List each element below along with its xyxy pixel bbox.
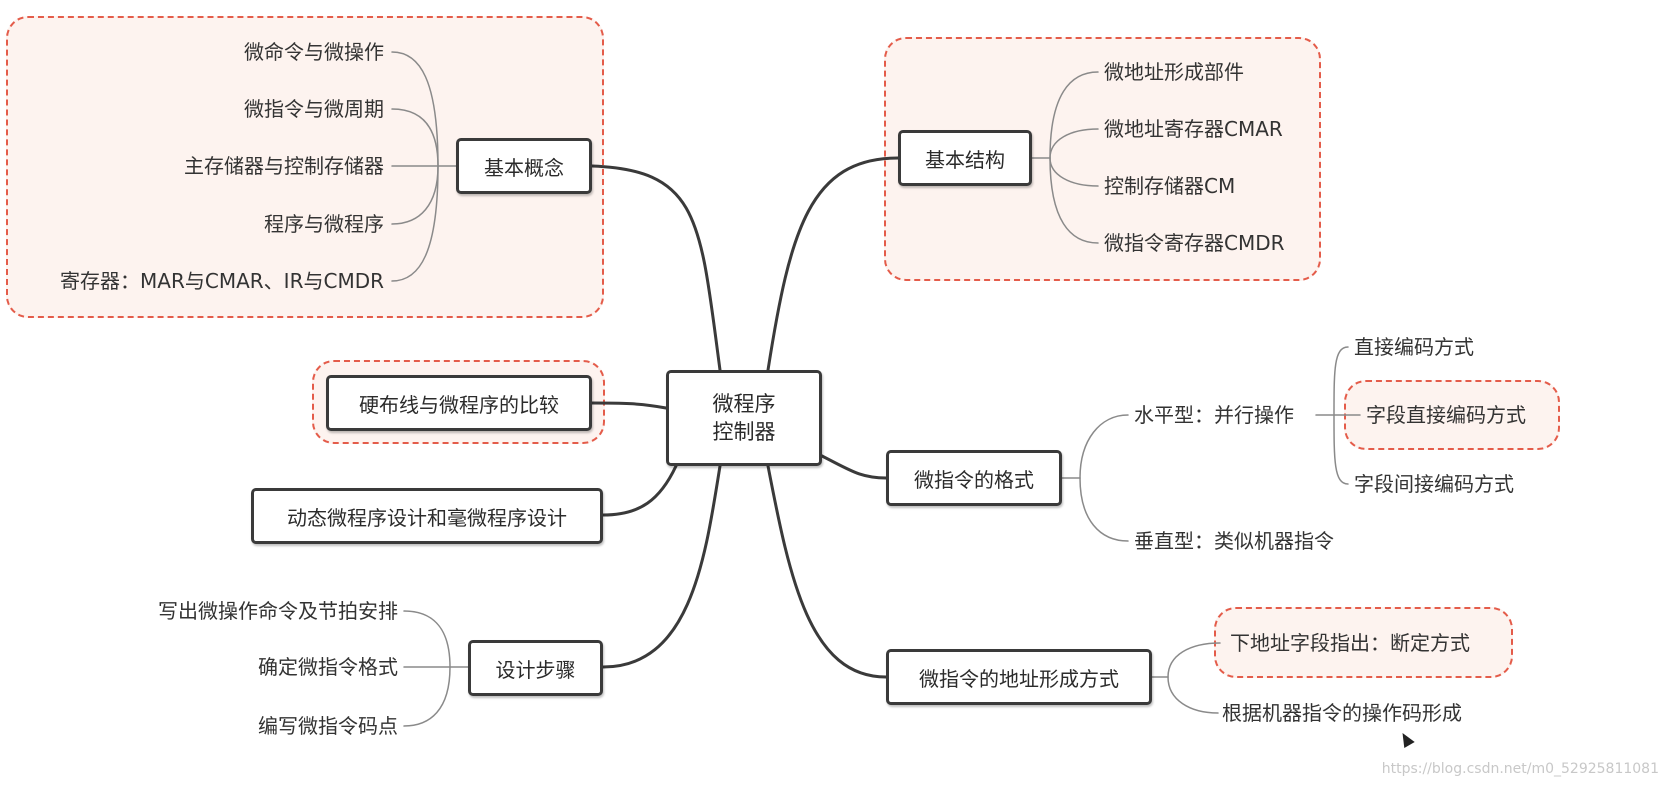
edge-root-basic-structure: [766, 156, 900, 372]
leaf-micro-address-unit[interactable]: 微地址形成部件: [1104, 60, 1244, 84]
leaf-program-and-microprogram[interactable]: 程序与微程序: [264, 212, 384, 236]
watermark-text: https://blog.csdn.net/m0_52925811081: [1381, 761, 1659, 777]
edge-root-format: [818, 453, 888, 480]
leaf-registers[interactable]: 寄存器：MAR与CMAR、IR与CMDR: [60, 269, 384, 293]
leaf-next-address-field[interactable]: 下地址字段指出：断定方式: [1230, 631, 1470, 655]
leaf-opcode-formation[interactable]: 根据机器指令的操作码形成: [1222, 701, 1462, 725]
group-field-direct-encoding: [1344, 380, 1560, 450]
leaf-write-micro-ops[interactable]: 写出微操作命令及节拍安排: [158, 599, 398, 623]
node-design-steps-label: 设计步骤: [495, 657, 576, 682]
node-address-formation-label: 微指令的地址形成方式: [919, 666, 1119, 691]
leaf-main-and-control-memory[interactable]: 主存储器与控制存储器: [184, 154, 384, 178]
leaf-write-code-points[interactable]: 编写微指令码点: [258, 714, 398, 738]
edge-root-basic-concepts: [590, 164, 722, 372]
node-comparison[interactable]: 硬布线与微程序的比较: [326, 375, 592, 431]
node-dynamic-design-label: 动态微程序设计和毫微程序设计: [287, 505, 567, 530]
leaf-field-direct-encoding[interactable]: 字段直接编码方式: [1366, 403, 1526, 427]
node-basic-structure[interactable]: 基本结构: [898, 130, 1032, 186]
leaf-cmar[interactable]: 微地址寄存器CMAR: [1104, 117, 1283, 141]
node-microinstruction-format-label: 微指令的格式: [914, 467, 1034, 492]
leaf-cmdr[interactable]: 微指令寄存器CMDR: [1104, 231, 1285, 255]
leaf-direct-encoding[interactable]: 直接编码方式: [1354, 335, 1474, 359]
node-basic-concepts[interactable]: 基本概念: [456, 138, 592, 194]
group-next-address-field: [1214, 607, 1513, 678]
leaf-control-memory-cm[interactable]: 控制存储器CM: [1104, 174, 1236, 198]
root-node[interactable]: 微程序 控制器: [666, 370, 822, 466]
leaf-micro-instruction-cycle[interactable]: 微指令与微周期: [244, 97, 384, 121]
leaf-field-indirect-encoding[interactable]: 字段间接编码方式: [1354, 472, 1514, 496]
leaf-vertical-type[interactable]: 垂直型：类似机器指令: [1134, 529, 1334, 553]
leaf-horizontal-type[interactable]: 水平型：并行操作: [1134, 403, 1294, 427]
node-microinstruction-format[interactable]: 微指令的格式: [886, 450, 1062, 506]
node-basic-structure-label: 基本结构: [925, 147, 1005, 172]
edge-root-address: [766, 464, 888, 679]
node-address-formation[interactable]: 微指令的地址形成方式: [886, 649, 1152, 705]
node-design-steps[interactable]: 设计步骤: [468, 640, 603, 696]
node-basic-concepts-label: 基本概念: [484, 155, 564, 180]
edge-root-comparison: [590, 401, 668, 410]
root-label-line1: 微程序: [712, 392, 776, 416]
edge-root-dynamic: [601, 464, 678, 517]
leaf-micro-command[interactable]: 微命令与微操作: [244, 40, 384, 64]
edge-root-design-steps: [601, 464, 722, 669]
node-comparison-label: 硬布线与微程序的比较: [359, 392, 559, 417]
node-dynamic-design[interactable]: 动态微程序设计和毫微程序设计: [251, 488, 603, 544]
root-label-line2: 控制器: [712, 420, 776, 444]
leaf-determine-format[interactable]: 确定微指令格式: [258, 655, 398, 679]
